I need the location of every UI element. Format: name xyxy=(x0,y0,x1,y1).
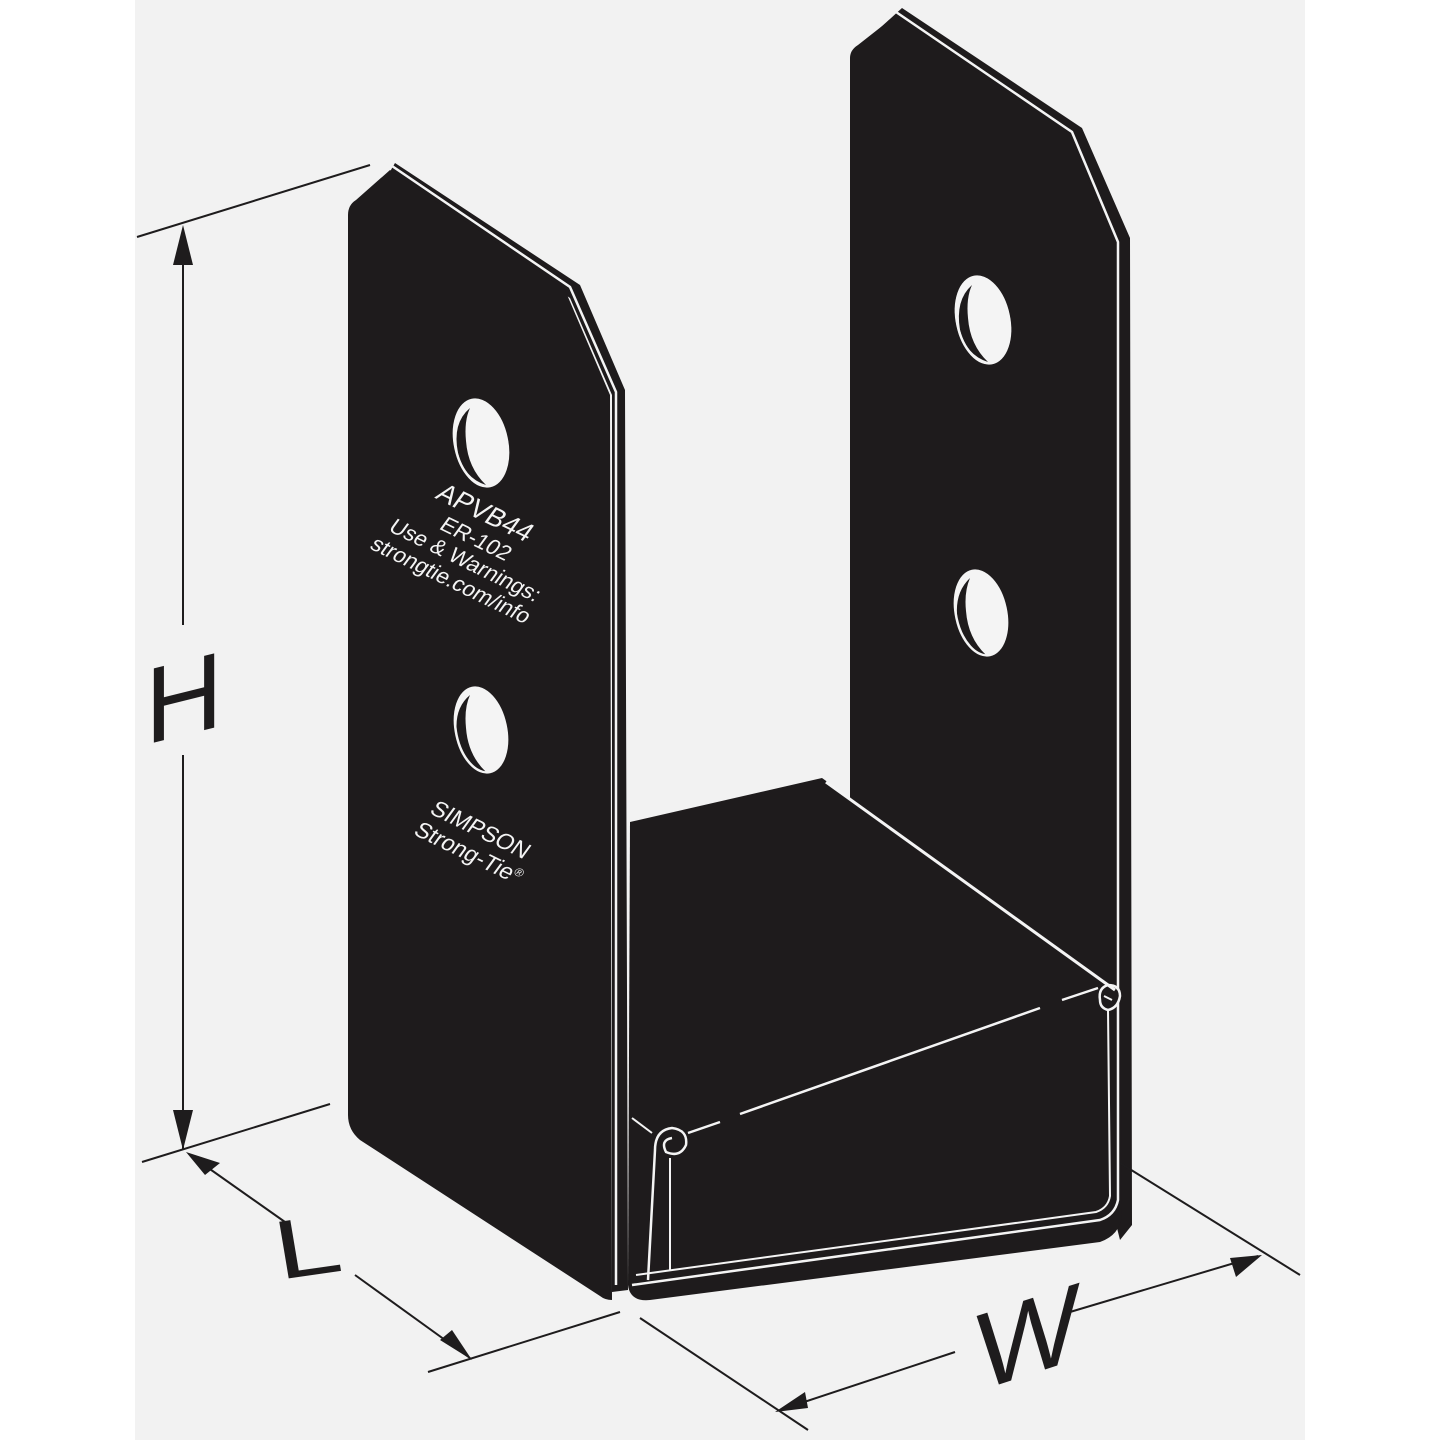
bolt-hole-lower-right xyxy=(953,569,1009,657)
base-seat xyxy=(628,778,1122,1301)
height-label: H xyxy=(145,629,223,769)
bolt-hole-upper-left xyxy=(452,398,510,488)
dimension-annotations xyxy=(136,164,1301,1431)
length-label: L xyxy=(267,1196,348,1297)
bolt-hole-lower-left xyxy=(453,686,509,774)
front-side-plate: APVB44 ER-102 Use & Warnings: strongtie.… xyxy=(348,163,628,1300)
bolt-hole-upper-right xyxy=(954,275,1012,365)
